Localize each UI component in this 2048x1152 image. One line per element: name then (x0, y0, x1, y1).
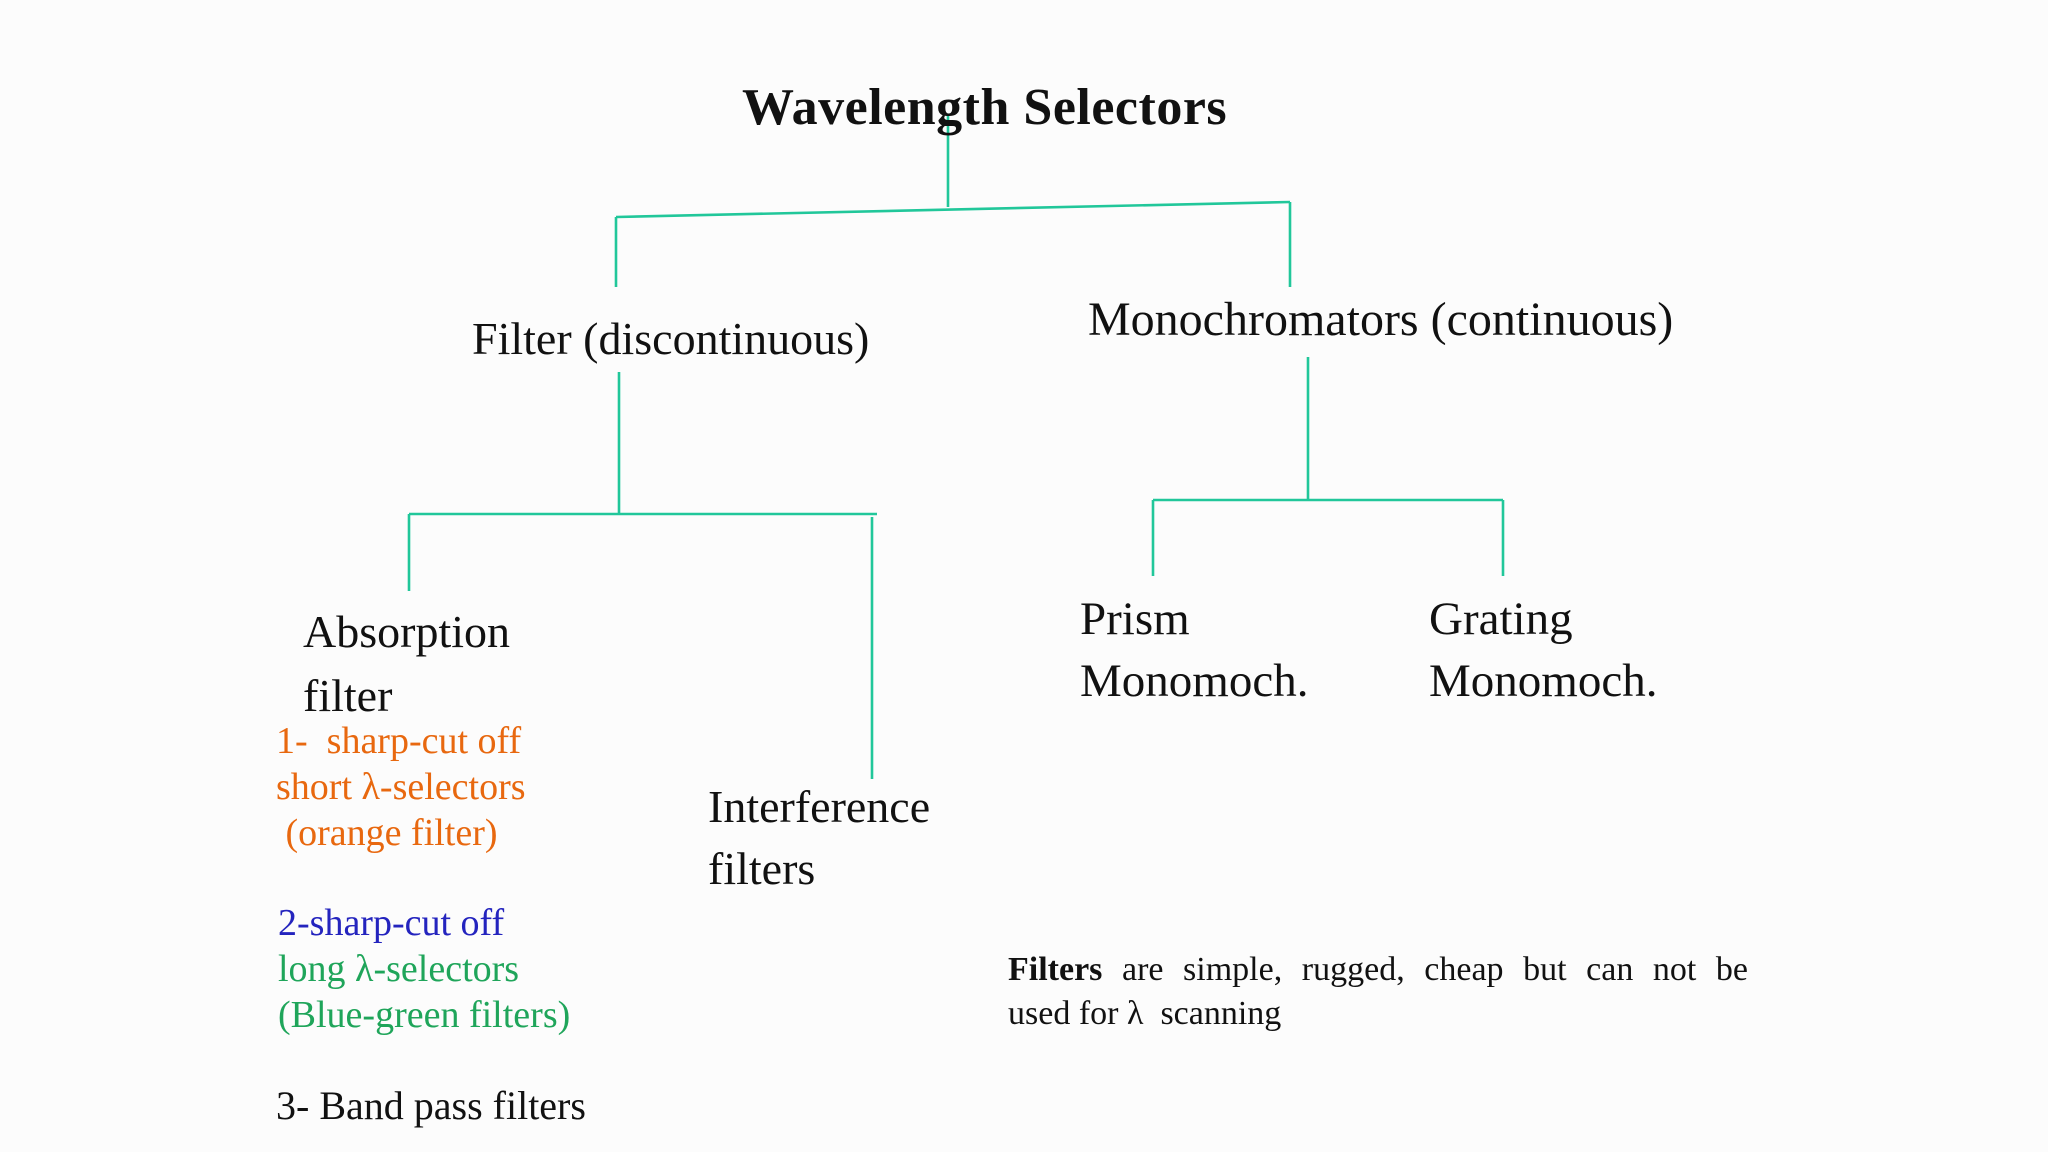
note-band-pass: 3- Band pass filters (276, 1083, 586, 1128)
note-sharp-cut-short-line1: 1- sharp-cut off (276, 720, 522, 762)
connector-top-horizontal (615, 200, 1291, 219)
filters-summary-line2: used for λ scanning (1008, 995, 1282, 1032)
filters-summary-line1: Filters are simple, rugged, cheap but ca… (1008, 948, 1748, 992)
note-sharp-cut-short-line3: (orange filter) (276, 812, 498, 854)
node-interference-filters: Interference filters (708, 776, 930, 900)
node-filter-branch: Filter (discontinuous) (472, 313, 870, 364)
node-grating-line1: Grating (1429, 593, 1573, 645)
filters-summary-rest: are simple, rugged, cheap but can not be (1102, 951, 1748, 988)
note-sharp-cut-short-line2: short λ-selectors (276, 766, 526, 808)
page-title: Wavelength Selectors (742, 79, 1228, 136)
node-prism-line2: Monomoch. (1080, 655, 1309, 707)
filters-summary-bold: Filters (1008, 951, 1103, 988)
filters-summary-note: Filters are simple, rugged, cheap but ca… (1008, 948, 1748, 1036)
node-interference-line2: filters (708, 843, 816, 894)
node-prism-line1: Prism (1080, 593, 1190, 645)
node-absorption-line2: filter (303, 670, 393, 721)
node-absorption-filter: Absorption filter (303, 600, 510, 728)
note-sharp-cut-long-line3: (Blue-green filters) (278, 994, 571, 1036)
note-sharp-cut-long-line1: 2-sharp-cut off (278, 902, 505, 944)
node-absorption-line1: Absorption (303, 606, 510, 657)
note-sharp-cut-long-line2: long λ-selectors (278, 948, 520, 990)
node-interference-line1: Interference (708, 781, 931, 832)
node-grating-line2: Monomoch. (1429, 655, 1658, 707)
node-monochromators-branch: Monochromators (continuous) (1088, 293, 1674, 346)
